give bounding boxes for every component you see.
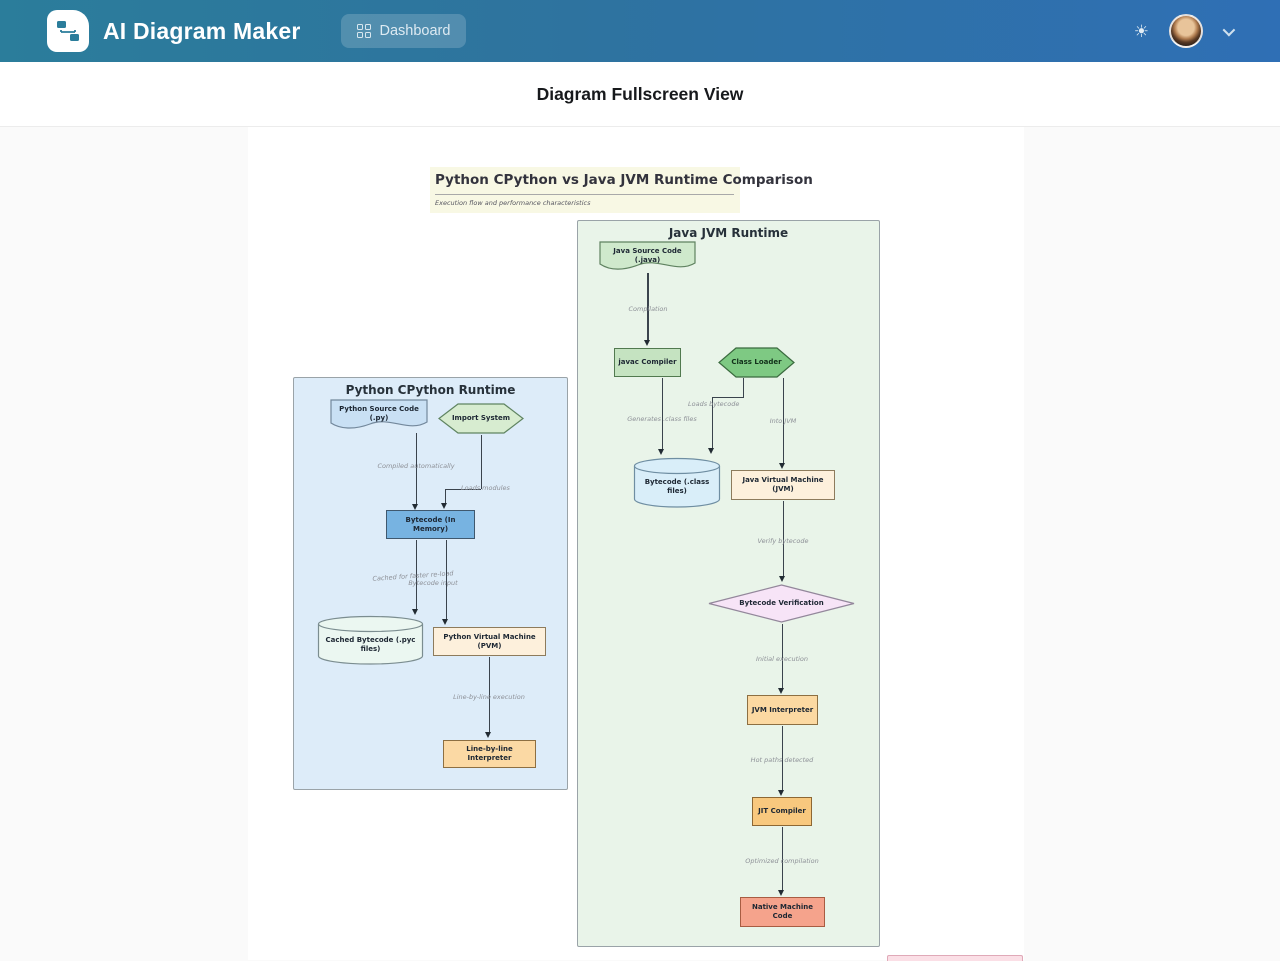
edge-label-generates-class: Generates .class files bbox=[627, 415, 697, 423]
arrowhead bbox=[442, 619, 448, 625]
subgraph-python-title: Python CPython Runtime bbox=[345, 383, 516, 397]
edge-classloader-jvm bbox=[782, 378, 784, 465]
edge-label-compiled-automatically: Compiled automatically bbox=[377, 462, 455, 470]
hexagon-shape-icon bbox=[438, 403, 524, 434]
chevron-down-icon[interactable] bbox=[1222, 23, 1236, 36]
cutoff-node-below-fold bbox=[887, 955, 1023, 961]
subgraph-java-runtime: Java JVM Runtime bbox=[577, 220, 880, 947]
node-label: Native Machine Code bbox=[751, 903, 814, 920]
node-import-system: Import System bbox=[438, 403, 524, 434]
arrowhead bbox=[412, 504, 418, 510]
edge-label-loads-modules: Loads modules bbox=[461, 484, 510, 492]
edge-classloader-bytecode-seg1 bbox=[742, 378, 744, 398]
edge-label-into-jvm: Into JVM bbox=[769, 417, 797, 425]
node-native-machine-code: Native Machine Code bbox=[740, 897, 825, 927]
flowchart-logo-icon bbox=[57, 21, 79, 41]
edge-import-bytecode-seg2 bbox=[445, 488, 481, 490]
edge-javac-bytecode bbox=[661, 378, 663, 451]
edge-label-verify-bytecode: Verify bytecode bbox=[757, 537, 809, 545]
node-line-by-line-interpreter: Line-by-line Interpreter bbox=[443, 740, 536, 768]
edge-jvm-verification bbox=[782, 501, 784, 578]
user-avatar[interactable] bbox=[1169, 14, 1203, 48]
edge-label-optimized: Optimized compilation bbox=[745, 857, 819, 865]
node-class-loader: Class Loader bbox=[718, 347, 795, 378]
node-label: JVM Interpreter bbox=[751, 705, 814, 714]
edge-classloader-bytecode-seg2 bbox=[712, 396, 743, 398]
edge-pvm-interpreter bbox=[488, 657, 490, 734]
edge-label-line-exec: Line-by-line execution bbox=[453, 693, 525, 701]
edge-label-hot-paths: Hot paths detected bbox=[750, 756, 814, 764]
edge-verification-interpreter bbox=[781, 624, 783, 690]
arrowhead bbox=[441, 503, 447, 509]
node-label: Cached Bytecode (.pyc files) bbox=[325, 635, 416, 653]
arrowhead bbox=[778, 890, 784, 896]
node-bytecode-class-files: Bytecode (.class files) bbox=[633, 457, 721, 509]
theme-toggle-sun-icon[interactable]: ☀ bbox=[1133, 21, 1149, 41]
diamond-shape-icon bbox=[708, 584, 855, 623]
node-jvm-interpreter: JVM Interpreter bbox=[747, 695, 818, 725]
app-logo[interactable] bbox=[47, 10, 89, 52]
cylinder-shape-icon bbox=[633, 457, 721, 508]
cylinder-shape-icon bbox=[317, 615, 424, 665]
node-java-source-code: Java Source Code (.java) bbox=[599, 241, 696, 274]
arrowhead bbox=[708, 448, 714, 454]
edge-interpreter-jit bbox=[781, 726, 783, 792]
arrowhead bbox=[779, 576, 785, 582]
diagram-subtitle: Execution flow and performance character… bbox=[435, 199, 591, 207]
edge-label-bytecode-input: Bytecode input bbox=[408, 579, 458, 587]
edge-import-bytecode-seg1 bbox=[480, 435, 482, 489]
node-label: Line-by-line Interpreter bbox=[466, 745, 513, 762]
edge-classloader-bytecode-seg3 bbox=[711, 397, 713, 450]
subgraph-python-runtime: Python CPython Runtime bbox=[293, 377, 568, 790]
edge-label-loads-bytecode: Loads bytecode bbox=[688, 400, 740, 408]
node-bytecode-verification: Bytecode Verification bbox=[707, 584, 856, 623]
subgraph-java-title: Java JVM Runtime bbox=[668, 226, 789, 240]
edge-label-compilation: Compilation bbox=[628, 305, 668, 313]
node-python-source-code: Python Source Code (.py) bbox=[330, 399, 428, 433]
edge-jit-native bbox=[781, 827, 783, 892]
node-label: Java Source Code (.java) bbox=[613, 246, 682, 264]
node-label: javac Compiler bbox=[618, 358, 677, 367]
node-label: JIT Compiler bbox=[758, 807, 806, 816]
arrowhead bbox=[643, 340, 650, 346]
node-label: Class Loader bbox=[731, 358, 782, 367]
node-label: Bytecode Verification bbox=[739, 599, 824, 608]
edge-label-initial-exec: Initial execution bbox=[755, 655, 809, 663]
node-label: Bytecode (In Memory) bbox=[405, 515, 456, 533]
node-label: Python Source Code (.py) bbox=[339, 405, 419, 422]
node-jit-compiler: JIT Compiler bbox=[752, 797, 812, 826]
arrowhead bbox=[485, 732, 491, 738]
hexagon-shape-icon bbox=[718, 347, 795, 378]
document-shape-icon bbox=[599, 241, 696, 270]
arrowhead bbox=[412, 609, 418, 615]
arrowhead bbox=[658, 449, 664, 455]
arrowhead bbox=[778, 688, 784, 694]
page-subheader: Diagram Fullscreen View bbox=[0, 62, 1280, 127]
arrowhead bbox=[779, 463, 785, 469]
node-label: Java Virtual Machine (JVM) bbox=[742, 476, 824, 493]
edge-bytecode-cache bbox=[415, 540, 417, 611]
grid-icon bbox=[356, 24, 371, 38]
app-header: AI Diagram Maker Dashboard ☀ bbox=[0, 0, 1280, 62]
diagram-title: Python CPython vs Java JVM Runtime Compa… bbox=[435, 172, 813, 195]
node-javac-compiler: javac Compiler bbox=[614, 348, 681, 377]
node-label: Python Virtual Machine (PVM) bbox=[443, 632, 536, 650]
node-label: Import System bbox=[451, 414, 511, 423]
document-shape-icon bbox=[330, 399, 428, 429]
page-title: Diagram Fullscreen View bbox=[536, 83, 744, 104]
edge-bytecode-pvm bbox=[445, 540, 447, 621]
diagram-title-block: Python CPython vs Java JVM Runtime Compa… bbox=[430, 167, 813, 213]
node-label: Bytecode (.class files) bbox=[644, 478, 710, 495]
node-jvm: Java Virtual Machine (JVM) bbox=[731, 470, 835, 500]
app-title: AI Diagram Maker bbox=[103, 17, 301, 44]
arrowhead bbox=[778, 790, 784, 796]
node-cached-bytecode: Cached Bytecode (.pyc files) bbox=[317, 615, 424, 666]
dashboard-button-label: Dashboard bbox=[379, 23, 451, 39]
edge-import-bytecode-seg3 bbox=[444, 489, 446, 504]
dashboard-button[interactable]: Dashboard bbox=[340, 14, 467, 48]
node-bytecode-in-memory: Bytecode (In Memory) bbox=[386, 510, 475, 539]
edge-javasource-javac bbox=[647, 273, 649, 342]
edge-pysource-bytecode bbox=[415, 433, 417, 505]
node-pvm: Python Virtual Machine (PVM) bbox=[433, 627, 546, 656]
